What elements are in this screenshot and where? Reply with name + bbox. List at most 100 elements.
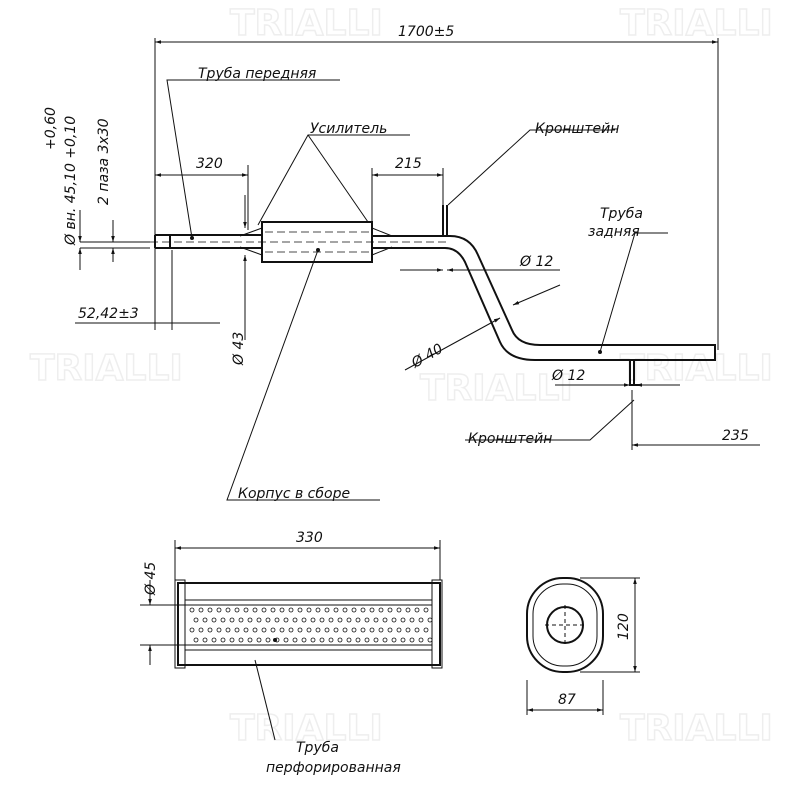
perforation-hole <box>355 617 361 623</box>
dim-330: 330 <box>296 530 323 546</box>
perforation-hole <box>396 627 402 633</box>
perforation-hole <box>229 617 235 623</box>
perforation-hole <box>369 607 375 613</box>
perforation-hole <box>414 627 420 633</box>
perforation-hole <box>270 627 276 633</box>
svg-text:TRIALLI: TRIALLI <box>420 368 573 409</box>
perforation-hole <box>265 617 271 623</box>
dim-320: 320 <box>196 156 223 172</box>
perforation-hole <box>220 637 226 643</box>
perforation-hole <box>414 607 420 613</box>
perforation-hole <box>202 637 208 643</box>
perforation-hole <box>351 627 357 633</box>
perforation-hole <box>234 607 240 613</box>
perforation-hole <box>288 607 294 613</box>
perforation-hole <box>274 617 280 623</box>
label-rear-pipe-2: задняя <box>588 224 640 240</box>
perforation-hole <box>337 617 343 623</box>
perforation-hole <box>423 607 429 613</box>
perforation-hole <box>234 627 240 633</box>
perforation-hole <box>207 607 213 613</box>
dim-inner-diameter: Ø вн. 45,10 +0,10 <box>63 116 79 246</box>
perforation-hole <box>418 617 424 623</box>
perforation-hole <box>202 617 208 623</box>
perforation-hole <box>378 607 384 613</box>
dim-12-bottom: Ø 12 <box>551 368 585 384</box>
perforation-hole <box>328 637 334 643</box>
perforation-hole <box>243 627 249 633</box>
dim-total: 1700±5 <box>398 24 454 40</box>
perforation-hole <box>360 627 366 633</box>
perforation-hole <box>328 617 334 623</box>
perforation-hole <box>382 637 388 643</box>
dim-87: 87 <box>558 692 576 708</box>
perforation-hole <box>306 627 312 633</box>
perforation-hole <box>297 627 303 633</box>
perforation-hole <box>409 617 415 623</box>
perforation-hole <box>189 607 195 613</box>
perforation-hole <box>216 627 222 633</box>
perforation-hole <box>315 607 321 613</box>
perforation-hole <box>319 637 325 643</box>
perforation-hole <box>382 617 388 623</box>
perforation-hole <box>355 637 361 643</box>
perforation-hole <box>315 627 321 633</box>
label-front-pipe: Труба передняя <box>198 66 316 82</box>
perforation-hole <box>283 617 289 623</box>
perforation-hole <box>252 627 258 633</box>
dim-43: Ø 43 <box>231 332 247 366</box>
perforation-hole <box>405 627 411 633</box>
perforation-hole <box>387 607 393 613</box>
perforation-holes <box>189 607 433 643</box>
perforation-hole <box>409 637 415 643</box>
perforation-hole <box>391 617 397 623</box>
perforation-hole <box>247 617 253 623</box>
dim-slots: 2 паза 3x30 <box>96 118 112 205</box>
perforation-hole <box>310 637 316 643</box>
label-reinforcer: Усилитель <box>310 121 387 137</box>
perforation-hole <box>418 637 424 643</box>
perforation-hole <box>427 617 433 623</box>
perforation-hole <box>198 627 204 633</box>
perforation-hole <box>283 637 289 643</box>
label-bracket-1: Кронштейн <box>535 121 619 137</box>
perforation-hole <box>324 607 330 613</box>
svg-text:TRIALLI: TRIALLI <box>230 3 383 44</box>
svg-text:TRIALLI: TRIALLI <box>620 348 773 389</box>
perforation-hole <box>342 627 348 633</box>
perforation-hole <box>225 627 231 633</box>
label-rear-pipe-1: Труба <box>600 206 643 222</box>
perforation-hole <box>301 617 307 623</box>
dim-45: Ø 45 <box>143 562 159 596</box>
dim-120: 120 <box>616 613 632 640</box>
perforation-hole <box>211 637 217 643</box>
perforation-hole <box>427 637 433 643</box>
perforation-hole <box>333 627 339 633</box>
perforation-hole <box>288 627 294 633</box>
perforation-hole <box>292 637 298 643</box>
perforation-hole <box>346 637 352 643</box>
perforation-hole <box>256 617 262 623</box>
perforation-hole <box>423 627 429 633</box>
perforation-hole <box>396 607 402 613</box>
perforation-hole <box>387 627 393 633</box>
dim-12-top: Ø 12 <box>519 254 553 270</box>
perforation-hole <box>243 607 249 613</box>
perforation-hole <box>342 607 348 613</box>
svg-text:TRIALLI: TRIALLI <box>30 348 183 389</box>
dim-tolerance: +0,60 <box>43 107 59 150</box>
perforation-hole <box>270 607 276 613</box>
perforation-hole <box>301 637 307 643</box>
label-bracket-2: Кронштейн <box>468 431 552 447</box>
perforation-hole <box>324 627 330 633</box>
svg-text:TRIALLI: TRIALLI <box>620 3 773 44</box>
perforation-hole <box>261 627 267 633</box>
perforation-hole <box>225 607 231 613</box>
perforation-hole <box>279 607 285 613</box>
perforation-hole <box>337 637 343 643</box>
perforation-hole <box>364 637 370 643</box>
perforation-hole <box>369 627 375 633</box>
